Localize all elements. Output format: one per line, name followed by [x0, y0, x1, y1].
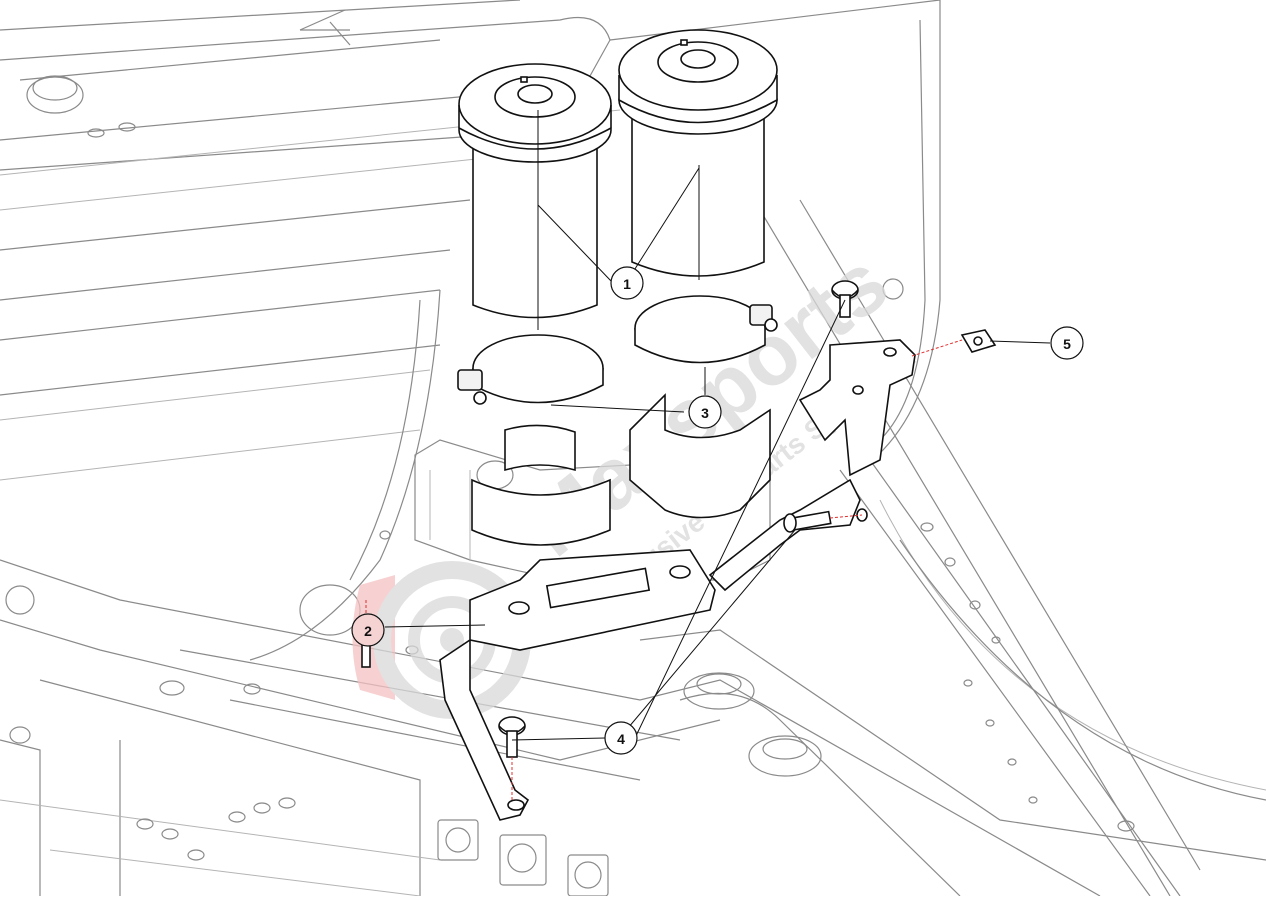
bolt-middle: [783, 510, 832, 533]
canister-left: [458, 63, 612, 330]
callout-3-label: 3: [701, 405, 709, 421]
callout-1-label: 1: [623, 276, 631, 292]
callout-2: 2: [351, 613, 385, 647]
callout-4-label: 4: [617, 731, 625, 747]
callout-5-label: 5: [1063, 336, 1071, 352]
clamp-band-right: [634, 295, 778, 364]
callout-4: 4: [604, 721, 638, 755]
clip-nut: [960, 329, 997, 353]
callout-3: 3: [688, 395, 722, 429]
callout-5: 5: [1050, 326, 1084, 360]
rail-holes: [882, 278, 1135, 832]
chassis-bolts: [437, 819, 609, 897]
bolt-top: [831, 280, 859, 318]
canister-right: [618, 29, 778, 280]
mounting-bracket: [439, 393, 771, 821]
side-arm-bracket: [708, 339, 916, 592]
chassis-holes: [5, 530, 822, 861]
screw-left: [361, 644, 371, 668]
leader-lines: [384, 167, 1051, 741]
callout-2-label: 2: [364, 623, 372, 639]
clamp-band-left: [457, 334, 604, 405]
bolt-bottom: [498, 716, 526, 758]
callout-1: 1: [610, 266, 644, 300]
